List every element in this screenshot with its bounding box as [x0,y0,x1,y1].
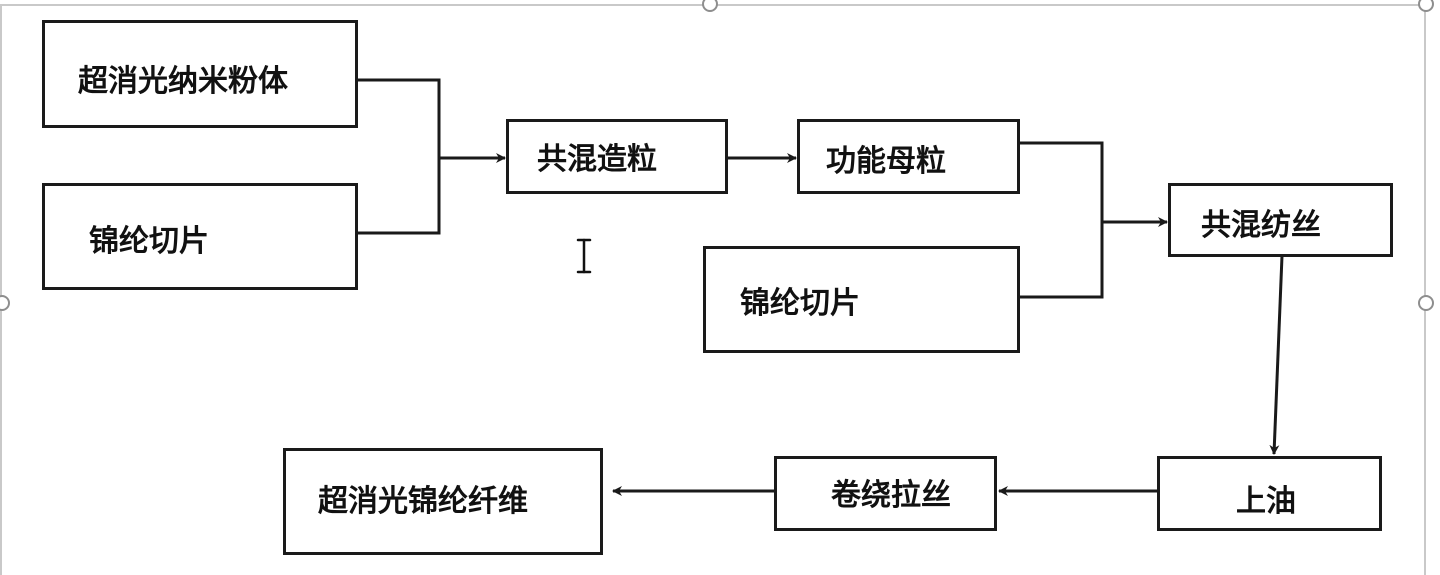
node-winding-drawing[interactable]: 卷绕拉丝 [774,456,997,531]
selection-frame-left [0,4,2,575]
selection-frame-right [1424,4,1426,575]
node-nylon-chips-2[interactable]: 锦纶切片 [703,246,1020,353]
node-blend-granulation[interactable]: 共混造粒 [506,119,728,194]
node-nylon-chips-1[interactable]: 锦纶切片 [42,183,358,290]
node-label: 上油 [1236,484,1296,519]
resize-handle-middle-right[interactable] [1418,295,1434,311]
node-oiling[interactable]: 上油 [1157,456,1382,531]
connector-chips2-to-merge [1019,222,1104,299]
node-superdull-nanopowder[interactable]: 超消光纳米粉体 [42,20,358,128]
resize-handle-middle-left[interactable] [0,295,10,311]
node-label: 锦纶切片 [89,224,209,259]
node-functional-masterbatch[interactable]: 功能母粒 [797,119,1020,194]
resize-handle-top-right[interactable] [1418,0,1434,12]
connector-masterbatch-to-merge [1019,141,1104,222]
node-label: 锦纶切片 [740,286,860,321]
node-label: 功能母粒 [826,144,946,179]
node-label: 共混造粒 [537,142,657,177]
node-superdull-nylon-fiber[interactable]: 超消光锦纶纤维 [283,448,603,555]
resize-handle-top-center[interactable] [702,0,718,12]
node-blend-spinning[interactable]: 共混纺丝 [1168,183,1393,257]
node-label: 共混纺丝 [1201,208,1321,243]
connector-chips1-to-merge [357,158,441,235]
connector-powder-to-merge [357,78,441,158]
node-label: 卷绕拉丝 [831,478,951,513]
node-label: 超消光锦纶纤维 [318,484,528,519]
node-label: 超消光纳米粉体 [78,64,288,99]
text-cursor-ibeam-icon [576,238,592,274]
arrow-to-oiling [1269,255,1284,455]
